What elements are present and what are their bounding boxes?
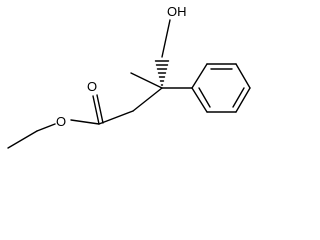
phenyl-ring [191,63,251,113]
hashed-wedge-bond [154,60,170,86]
bond-carbonyl-double-2 [96,94,104,124]
ester-oxygen-label: O [56,114,66,129]
bond-ethyl-c1-c2 [7,130,38,149]
bond-carbonyl-ch2 [98,110,134,125]
bond-ch2-stereocenter [132,87,163,112]
bond-stereocenter-methyl [130,72,163,89]
carbonyl-oxygen-label: O [87,79,97,94]
hydroxyl-label: OH [167,4,187,19]
molecule-structure: O O OH [7,4,251,149]
bond-stereocenter-oh [161,19,171,58]
bond-o-carbonyl-c [70,119,100,125]
bond-ethyl-c2-o [36,123,56,132]
bond-carbonyl-double-1 [92,95,100,125]
